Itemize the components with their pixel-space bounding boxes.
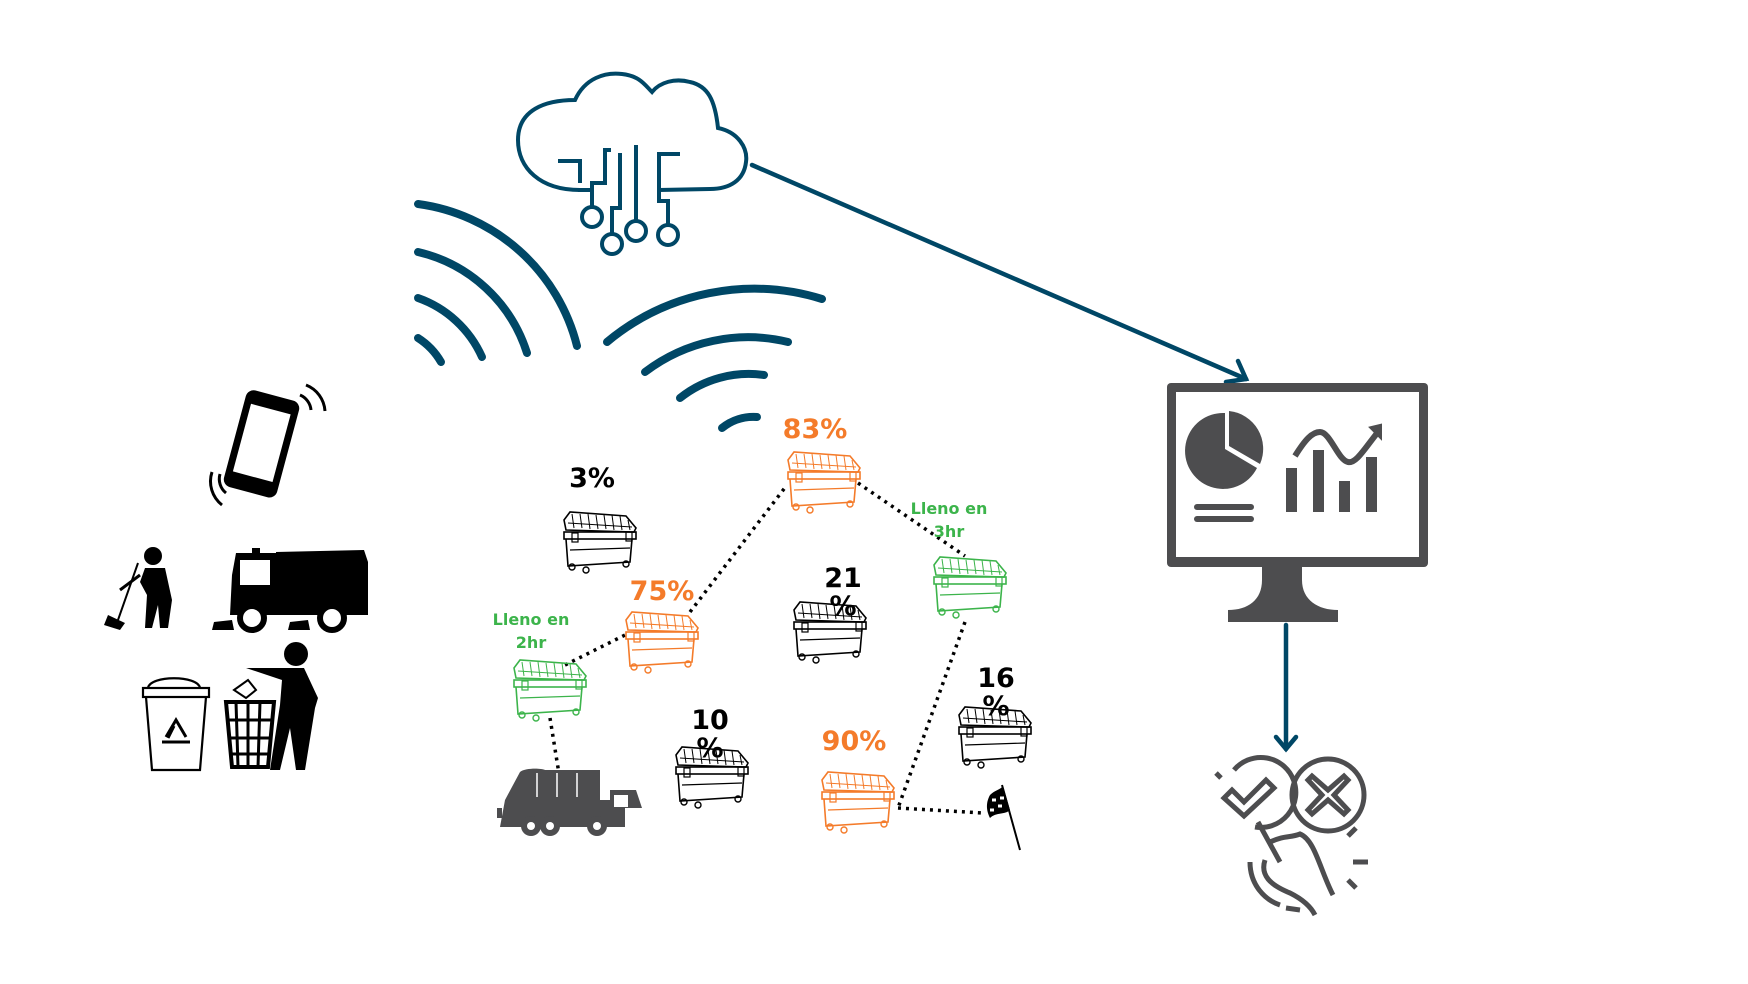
container-bin-3hr[interactable] — [933, 556, 1007, 619]
recycle-bin-icon — [141, 677, 211, 772]
route-83-to-3hr — [857, 481, 966, 558]
label-line: Lleno en — [492, 610, 570, 629]
route-2hr-to-75 — [564, 633, 626, 667]
arrow-cloud-to-dashboard — [749, 162, 1250, 385]
route-75-to-83 — [688, 483, 789, 614]
cloud-circuit-icon — [515, 71, 749, 256]
garbage-truck-icon — [497, 768, 642, 836]
checkered-flag-icon — [986, 784, 1021, 851]
label-line: 16 — [977, 663, 1015, 694]
label-line: Lleno en — [910, 499, 988, 518]
street-sweeper-truck-icon — [212, 548, 368, 633]
street-sweeper-worker-icon — [104, 547, 172, 630]
label-bin-16: 16 % — [977, 663, 1015, 723]
monitor-dashboard-icon — [1167, 383, 1428, 622]
litter-basket-person-icon — [223, 642, 318, 770]
label-line: % — [982, 691, 1010, 723]
label-line: 21 — [824, 563, 862, 594]
label-bin-75: 75% — [629, 576, 695, 607]
container-bin-3[interactable] — [563, 511, 637, 574]
container-bin-90[interactable] — [821, 771, 895, 834]
label-line: % — [829, 591, 857, 623]
smartphone-vibrate-icon — [209, 383, 327, 507]
approve-reject-touch-icon — [1214, 755, 1368, 917]
label-bin-83: 83% — [782, 414, 848, 445]
label-bin-10: 10 % — [691, 705, 729, 765]
container-bin-83[interactable] — [787, 451, 861, 514]
label-line: 10 — [691, 705, 729, 736]
container-bin-75[interactable] — [625, 611, 699, 674]
label-bin-21: 21 % — [824, 563, 862, 623]
route-truck-to-2hr — [548, 717, 562, 781]
container-bin-2hr[interactable] — [513, 659, 587, 722]
collection-route — [548, 481, 984, 815]
route-3hr-to-90 — [896, 621, 967, 809]
label-bin-90: 90% — [821, 726, 887, 757]
route-90-to-flag — [897, 806, 984, 815]
arrow-dashboard-to-decision — [1273, 622, 1299, 753]
label-line: % — [696, 733, 724, 765]
label-bin-2hr: Lleno en 2hr — [493, 608, 570, 654]
wifi-signal-icon — [414, 200, 826, 432]
label-line: 3hr — [933, 522, 965, 542]
label-line: 2hr — [515, 633, 547, 653]
label-bin-3: 3% — [569, 463, 615, 494]
label-bin-3hr: Lleno en 3hr — [911, 497, 988, 543]
